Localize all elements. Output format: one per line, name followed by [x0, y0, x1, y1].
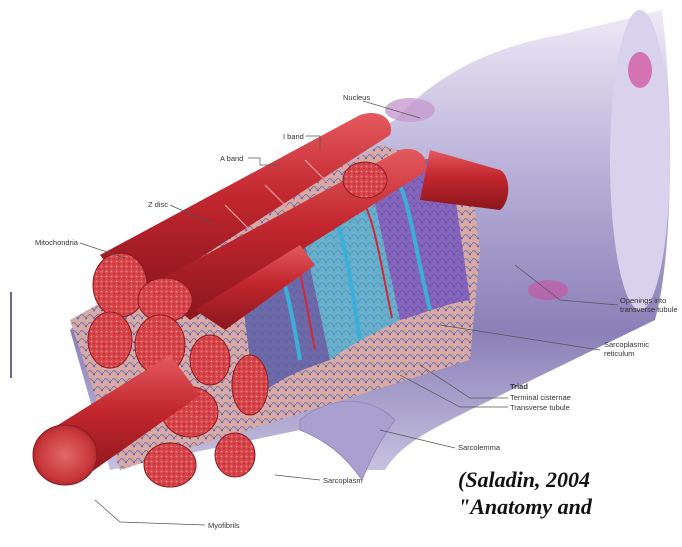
nucleus-shape-3	[528, 280, 568, 300]
label-sarcoplasm: Sarcoplasm	[323, 476, 363, 485]
citation: (Saladin, 2004 "Anatomy and	[458, 466, 658, 520]
citation-line-1: (Saladin, 2004	[458, 466, 658, 493]
label-a-band: A band	[220, 154, 243, 163]
label-z-disc: Z disc	[148, 200, 168, 209]
label-i-band: I band	[283, 132, 304, 141]
label-myofibrils: Myofibrils	[208, 521, 240, 530]
label-terminal-cisternae: Terminal cisternae	[510, 393, 571, 402]
label-transverse-tubule: Transverse tubule	[510, 403, 570, 412]
left-edge-mark	[10, 292, 12, 378]
label-sr-2: reticulum	[604, 349, 634, 358]
label-openings-1: Openings into	[620, 296, 666, 305]
label-triad: Triad	[510, 382, 528, 391]
citation-line-2: "Anatomy and	[458, 493, 658, 520]
label-nucleus: Nucleus	[343, 93, 370, 102]
label-mitochondria: Mitochondria	[35, 238, 79, 247]
label-openings-2: transverse tubule	[620, 305, 678, 314]
label-sarcolemma: Sarcolemma	[458, 443, 501, 452]
label-sr-1: Sarcoplasmic	[604, 340, 649, 349]
nucleus-shape-2	[628, 52, 652, 88]
